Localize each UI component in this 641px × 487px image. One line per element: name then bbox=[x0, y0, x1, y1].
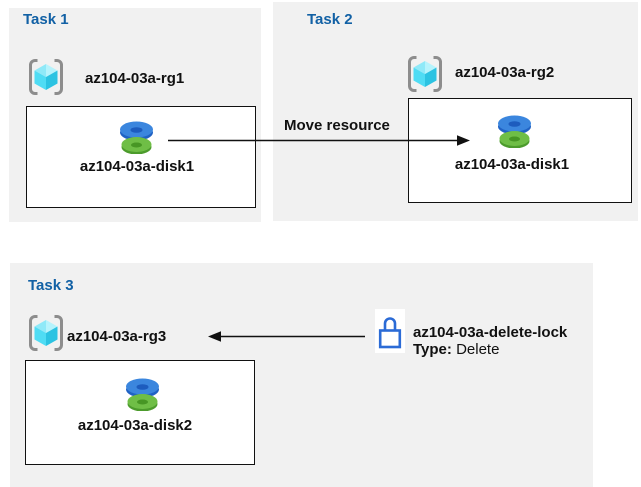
managed-disk-icon bbox=[498, 115, 531, 148]
lock-type-value: Delete bbox=[456, 341, 500, 358]
resource-box bbox=[25, 360, 255, 465]
lock-type: Type: Delete bbox=[413, 341, 499, 358]
padlock-glyph bbox=[378, 317, 402, 349]
managed-disk-icon bbox=[126, 378, 159, 411]
disk-name: az104-03a-disk2 bbox=[77, 417, 193, 434]
managed-disk-icon bbox=[120, 121, 153, 154]
resource-group-icon bbox=[29, 59, 63, 95]
resource-group-name: az104-03a-rg2 bbox=[455, 64, 555, 81]
lock-type-label: Type: bbox=[413, 341, 452, 358]
task2-title: Task 2 bbox=[307, 11, 353, 28]
resource-group-icon bbox=[408, 56, 442, 92]
resource-group-name: az104-03a-rg1 bbox=[85, 70, 185, 87]
task1-title: Task 1 bbox=[23, 11, 69, 28]
lock-name: az104-03a-delete-lock bbox=[413, 324, 568, 341]
resource-group-icon bbox=[29, 315, 63, 351]
resource-box bbox=[408, 98, 632, 203]
move-resource-label: Move resource bbox=[284, 117, 390, 134]
disk-name: az104-03a-disk1 bbox=[454, 156, 570, 173]
task3-title: Task 3 bbox=[28, 277, 74, 294]
lock-icon bbox=[375, 309, 405, 353]
disk-name: az104-03a-disk1 bbox=[79, 158, 195, 175]
resource-group-name: az104-03a-rg3 bbox=[67, 328, 167, 345]
